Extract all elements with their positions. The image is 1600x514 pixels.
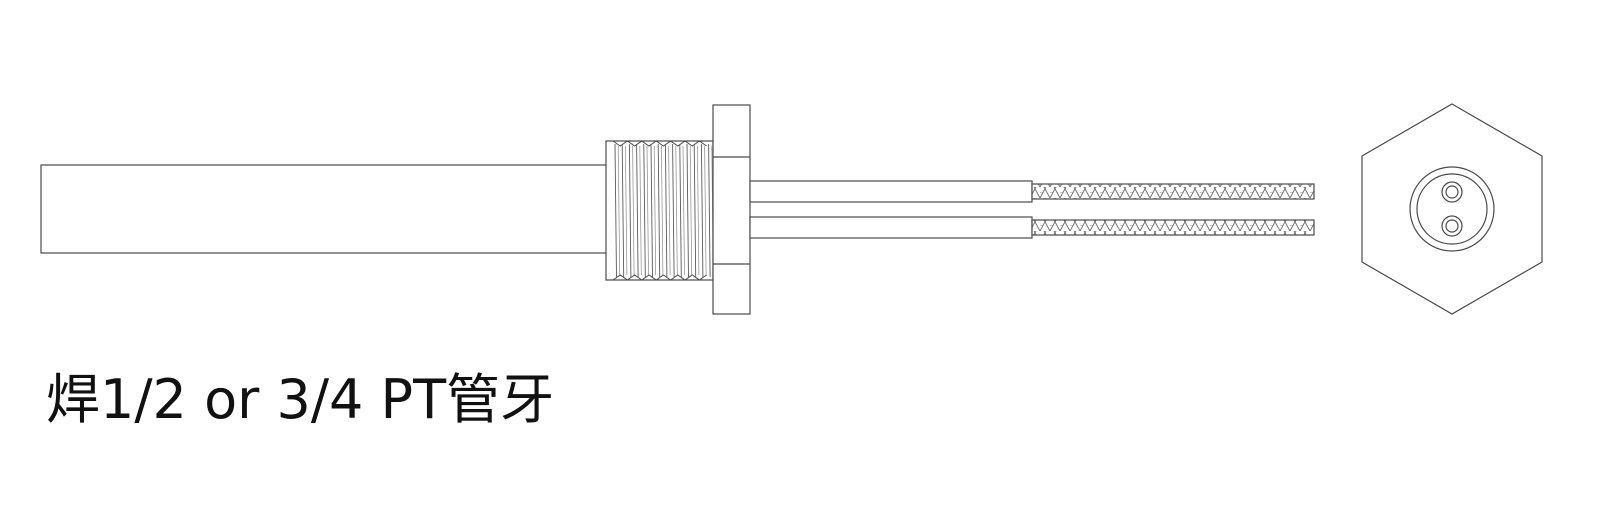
caption-text: 焊1/2 or 3/4 PT管牙	[46, 368, 555, 431]
heater-sheath	[40, 164, 614, 254]
hex-end-view	[1361, 103, 1543, 315]
lead-wires	[749, 180, 1033, 239]
braided-sleeves	[1031, 183, 1315, 236]
threaded-fitting	[605, 140, 714, 281]
hex-nut-side	[712, 104, 751, 315]
